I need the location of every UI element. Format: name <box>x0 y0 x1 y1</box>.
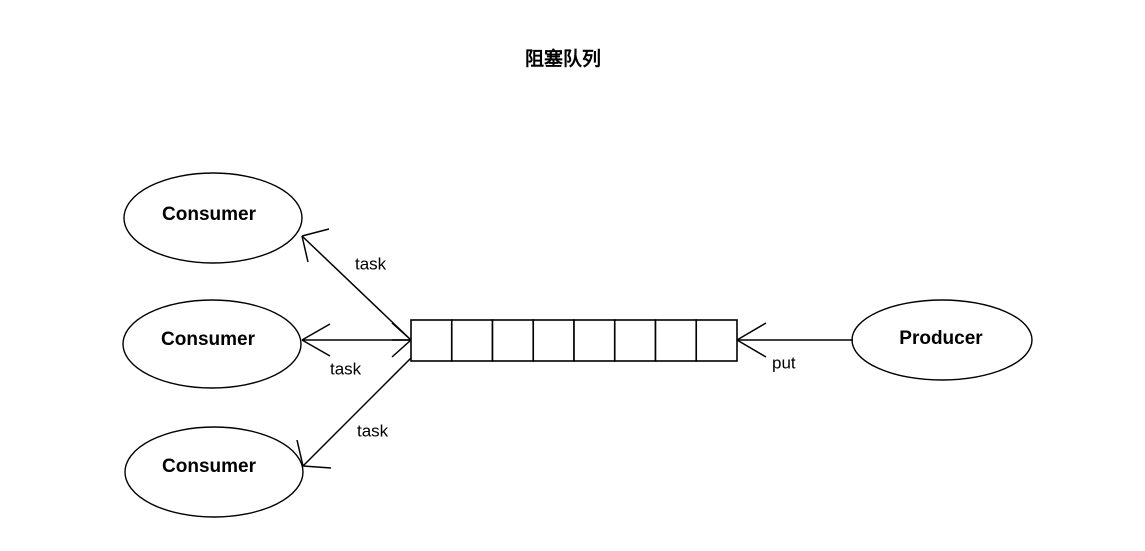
queue-cell <box>491 319 535 362</box>
queue-cell <box>613 319 657 362</box>
queue-cell <box>450 319 494 362</box>
queue-cell <box>695 319 738 362</box>
queue-cell <box>532 319 575 362</box>
edge-put[interactable]: put <box>736 322 853 372</box>
node-producer[interactable]: Producer <box>851 299 1033 381</box>
blocking-queue <box>410 319 738 362</box>
edge-task-top-label: task <box>355 254 387 273</box>
edge-task-middle-arrowhead <box>301 323 331 341</box>
consumer-top-ellipse <box>123 172 303 264</box>
page-title: 阻塞队列 <box>525 47 601 70</box>
node-consumer-middle[interactable]: Consumer <box>122 299 302 389</box>
queue-left-arrow-marks <box>391 322 412 358</box>
edge-put-arrowhead <box>736 339 767 358</box>
node-consumer-bottom[interactable]: Consumer <box>124 426 304 518</box>
consumer-bottom-ellipse <box>124 426 304 518</box>
queue-left-arrowhead <box>391 339 412 358</box>
edge-task-top[interactable]: task <box>301 228 412 341</box>
queue-left-arrowhead <box>391 322 412 341</box>
consumer-top-label: Consumer <box>162 204 257 225</box>
edge-task-middle-label: task <box>330 359 362 378</box>
edge-task-middle[interactable]: task <box>301 323 411 378</box>
queue-cell <box>654 319 698 362</box>
consumer-bottom-label: Consumer <box>162 456 257 477</box>
edge-task-top-arrowhead <box>301 228 330 237</box>
edge-task-top-line <box>301 235 412 341</box>
consumer-middle-ellipse <box>122 299 302 389</box>
edge-task-bottom-label: task <box>357 421 389 440</box>
queue-cell <box>573 319 616 362</box>
edge-task-bottom-arrowhead <box>296 439 304 467</box>
edge-task-middle-arrowhead <box>301 339 331 357</box>
consumer-middle-label: Consumer <box>161 329 256 350</box>
producer-label: Producer <box>899 328 983 349</box>
edge-put-label: put <box>772 353 796 372</box>
edge-put-arrowhead <box>736 322 767 341</box>
edge-task-bottom-line <box>302 357 412 467</box>
edge-task-bottom-arrowhead <box>302 465 332 469</box>
queue-cell <box>410 319 453 362</box>
node-consumer-top[interactable]: Consumer <box>123 172 303 264</box>
edge-task-bottom[interactable]: task <box>296 357 412 469</box>
edge-task-top-arrowhead <box>301 235 309 263</box>
